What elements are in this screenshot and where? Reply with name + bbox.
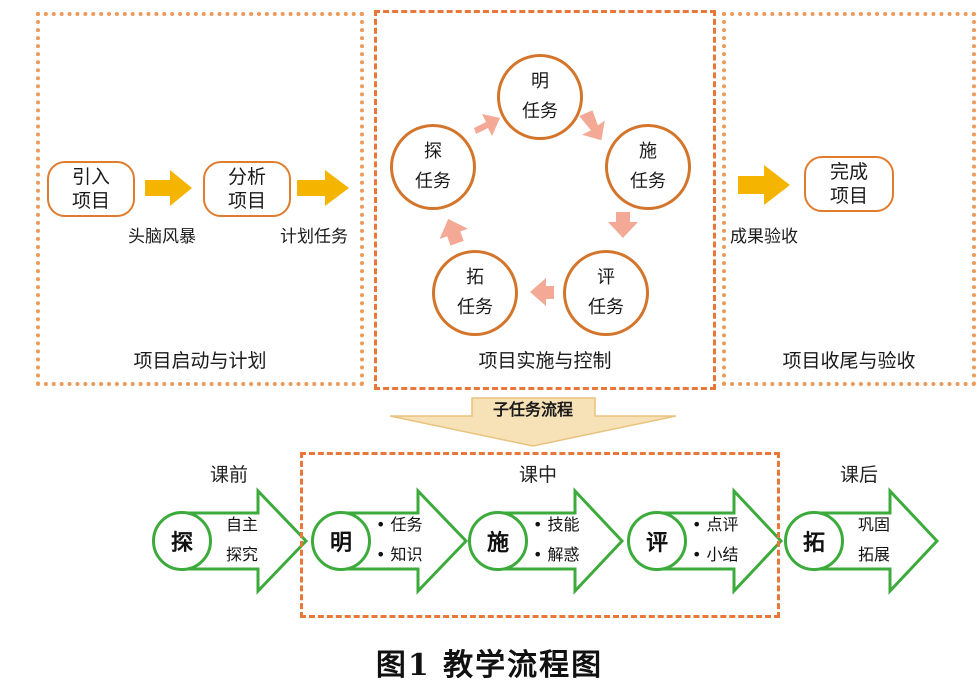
- cycle-circle-shi: 施 任务: [605, 124, 691, 210]
- step-circle-tan: 探: [152, 511, 212, 571]
- step-line: 自主: [226, 515, 259, 534]
- cycle-arrow-icon: [439, 218, 468, 246]
- arrow-label-plan-tasks: 计划任务: [280, 227, 348, 247]
- circle-sub: 任务: [630, 171, 666, 192]
- phase-label-before-class: 课前: [210, 464, 249, 486]
- step-circle-shi: 施: [468, 511, 528, 571]
- step-line: 巩固: [858, 515, 891, 534]
- step-line: • 知识: [376, 545, 423, 564]
- step-circle-ping: 评: [627, 511, 687, 571]
- step-line: • 点评: [692, 515, 739, 534]
- subflow-down-arrow: [389, 397, 677, 447]
- figure-caption: 图1 教学流程图: [375, 648, 604, 683]
- panel-project-execution: [374, 10, 716, 390]
- cycle-arrow-icon: [608, 212, 638, 238]
- panel-title-middle: 项目实施与控制: [478, 350, 612, 372]
- subflow-label: 子任务流程: [492, 400, 573, 419]
- arrow-right-icon: [145, 170, 192, 206]
- step-text-tuo: 巩固 拓展: [858, 510, 890, 570]
- pill-line: 分析: [227, 166, 266, 188]
- circle-sub: 任务: [457, 297, 493, 318]
- arrow-right-icon: [297, 170, 349, 206]
- phase-label-after-class: 课后: [840, 464, 879, 486]
- pill-analyze-project: 分析 项目: [203, 161, 291, 217]
- cycle-arrow-icon: [579, 110, 605, 141]
- arrow-right-icon: [738, 165, 790, 205]
- circle-char: 施: [639, 141, 657, 162]
- cycle-circle-ming: 明 任务: [497, 54, 583, 140]
- step-line: • 任务: [376, 515, 423, 534]
- panel-title-start: 项目启动与计划: [133, 350, 267, 372]
- pill-line: 完成: [829, 161, 868, 183]
- pill-line: 项目: [829, 185, 868, 207]
- circle-sub: 任务: [415, 171, 451, 192]
- step-text-ming: • 任务 • 知识: [376, 510, 423, 570]
- step-line: • 小结: [692, 545, 739, 564]
- in-class-box: [300, 452, 780, 618]
- panel-project-start: [36, 12, 364, 386]
- step-circle-tuo: 拓: [784, 511, 844, 571]
- step-line: 拓展: [858, 545, 891, 564]
- panel-project-closing: [722, 12, 976, 386]
- cycle-circle-ping: 评 任务: [563, 250, 649, 336]
- arrow-label-brainstorm: 头脑风暴: [128, 227, 196, 247]
- phase-label-in-class: 课中: [519, 464, 558, 486]
- step-line: 探究: [226, 545, 259, 564]
- pill-line: 项目: [227, 190, 266, 212]
- cycle-circle-tuo: 拓 任务: [432, 250, 518, 336]
- circle-sub: 任务: [588, 297, 624, 318]
- cycle-arrow-icon: [474, 114, 500, 136]
- step-text-shi: • 技能 • 解惑: [533, 510, 580, 570]
- cycle-arrow-icon: [530, 278, 554, 306]
- circle-char: 探: [424, 141, 442, 162]
- circle-char: 明: [531, 71, 549, 92]
- pill-line: 引入: [71, 166, 110, 188]
- arrow-label-acceptance: 成果验收: [730, 227, 798, 247]
- cycle-circle-tan: 探 任务: [390, 124, 476, 210]
- step-line: • 技能: [533, 515, 580, 534]
- circle-sub: 任务: [522, 101, 558, 122]
- step-text-tan: 自主 探究: [226, 510, 258, 570]
- circle-char: 拓: [466, 267, 484, 288]
- pill-complete-project: 完成 项目: [804, 156, 894, 212]
- pill-line: 项目: [71, 190, 110, 212]
- panel-title-end: 项目收尾与验收: [782, 350, 916, 372]
- circle-char: 评: [597, 267, 615, 288]
- pill-introduce-project: 引入 项目: [47, 161, 135, 217]
- step-line: • 解惑: [533, 545, 580, 564]
- step-circle-ming: 明: [311, 511, 371, 571]
- step-text-ping: • 点评 • 小结: [692, 510, 739, 570]
